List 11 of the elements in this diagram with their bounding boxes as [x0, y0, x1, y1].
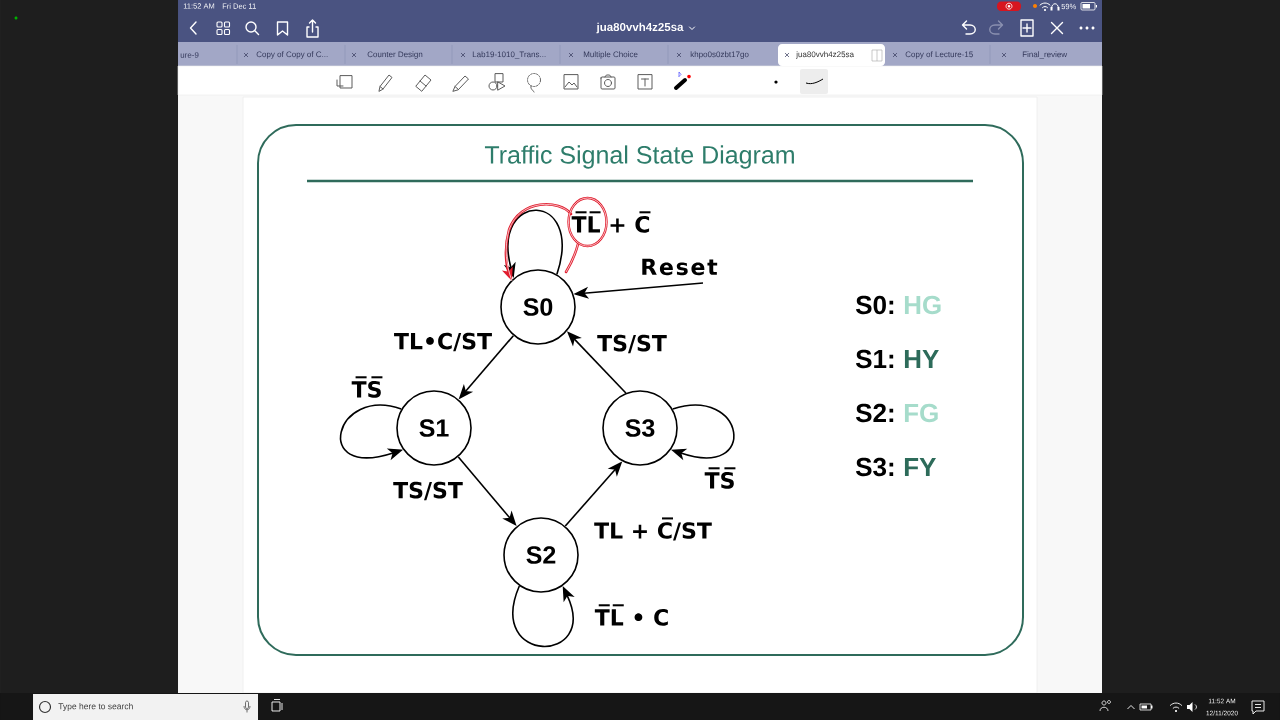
tab-label: Lab19-1010_Trans... — [472, 51, 546, 59]
active-tab: jua80vvh4z25sa — [778, 44, 885, 66]
tab-label: ure-9 — [180, 52, 199, 58]
tab-label: Copy of Lecture-15 — [905, 51, 973, 59]
tab-label: khpo0s0zbt17go — [690, 51, 749, 59]
tab-label: Final_review — [1022, 51, 1068, 59]
tab-label: Copy of Copy of C... — [256, 51, 328, 59]
search-box: Type here to search — [33, 694, 258, 720]
document-title: jua80vvh4z25sa — [596, 22, 684, 34]
tab-label: Counter Design — [367, 51, 423, 59]
tab-label: Multiple Choice — [583, 51, 638, 59]
